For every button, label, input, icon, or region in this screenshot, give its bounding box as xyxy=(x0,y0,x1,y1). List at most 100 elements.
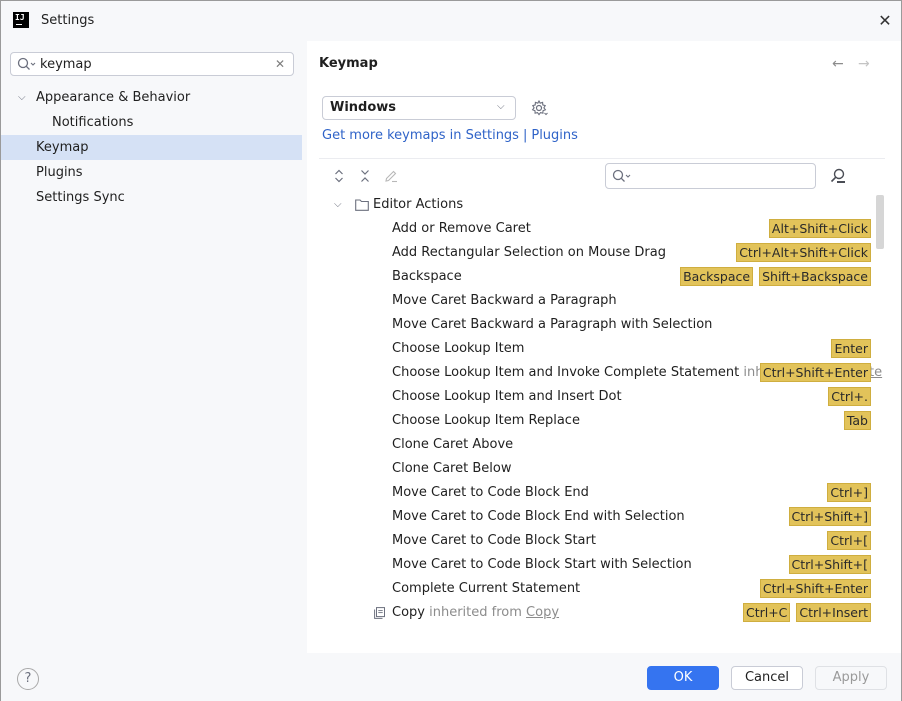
shortcut-list: Alt+Shift+Click xyxy=(768,219,871,238)
shortcut-badge: Enter xyxy=(831,339,871,358)
action-name: Choose Lookup Item and Invoke Complete S… xyxy=(392,361,780,385)
action-row[interactable]: Move Caret to Code Block Start Ctrl+[ xyxy=(319,529,873,553)
shortcut-badge: Ctrl+Insert xyxy=(796,603,871,622)
shortcut-list: Ctrl+] xyxy=(827,483,871,502)
link-separator: | xyxy=(522,128,528,143)
shortcut-list: Ctrl+. xyxy=(828,387,871,406)
action-row[interactable]: Complete Current Statement Ctrl+Shift+En… xyxy=(319,577,873,601)
plugins-link[interactable]: Plugins xyxy=(531,128,578,143)
shortcut-badge: Ctrl+Shift+Enter xyxy=(759,363,871,382)
action-search-input[interactable] xyxy=(635,167,810,185)
action-row[interactable]: Clone Caret Below xyxy=(319,457,873,481)
keymap-select-value: Windows xyxy=(330,100,397,115)
sidebar-item-notifications[interactable]: Notifications xyxy=(1,110,302,135)
action-row[interactable]: Choose Lookup Item and Insert Dot Ctrl+. xyxy=(319,385,873,409)
shortcut-list: Ctrl+C Ctrl+Insert xyxy=(742,603,871,622)
collapse-all-icon[interactable] xyxy=(357,168,373,184)
action-name: Move Caret Backward a Paragraph with Sel… xyxy=(392,317,713,332)
close-icon[interactable]: ✕ xyxy=(878,11,892,30)
action-name: Move Caret to Code Block End with Select… xyxy=(392,509,685,524)
keymap-toolbar xyxy=(319,159,885,193)
shortcut-badge: Ctrl+Shift+Enter xyxy=(759,579,871,598)
shortcut-badge: Ctrl+Shift+[ xyxy=(788,555,871,574)
shortcut-list: Tab xyxy=(843,411,871,430)
scrollbar-thumb[interactable] xyxy=(876,195,884,249)
group-label: Editor Actions xyxy=(373,197,464,212)
tree-group-editor-actions[interactable]: ⌵ Editor Actions xyxy=(319,193,873,217)
actions-list: ⌵ Editor Actions Add or Remove Caret Alt… xyxy=(319,193,885,628)
get-more-keymaps-link[interactable]: Get more keymaps in Settings xyxy=(322,128,519,143)
action-row[interactable]: Move Caret Backward a Paragraph xyxy=(319,289,873,313)
sidebar-item-appearance-behavior[interactable]: ⌵ Appearance & Behavior xyxy=(1,85,302,110)
action-row[interactable]: Move Caret to Code Block End Ctrl+] xyxy=(319,481,873,505)
action-name: Move Caret to Code Block Start with Sele… xyxy=(392,557,692,572)
cancel-button[interactable]: Cancel xyxy=(731,666,803,690)
clear-search-icon[interactable]: ✕ xyxy=(274,57,286,71)
action-name-text: Choose Lookup Item and Invoke Complete S… xyxy=(392,365,740,380)
find-by-shortcut-icon[interactable] xyxy=(829,167,847,185)
action-name: Complete Current Statement xyxy=(392,581,581,596)
shortcut-badge: Shift+Backspace xyxy=(759,267,871,286)
sidebar-item-label: Notifications xyxy=(52,115,134,130)
inherited-link[interactable]: te xyxy=(869,365,883,380)
action-name: Add Rectangular Selection on Mouse Drag xyxy=(392,245,666,260)
shortcut-list: Ctrl+Shift+[ xyxy=(788,555,871,574)
search-icon[interactable] xyxy=(612,169,632,183)
action-name: Choose Lookup Item and Insert Dot xyxy=(392,389,622,404)
inherited-link[interactable]: Copy xyxy=(526,605,560,620)
page-title: Keymap xyxy=(319,56,378,71)
action-row[interactable]: Move Caret Backward a Paragraph with Sel… xyxy=(319,313,873,337)
action-row[interactable]: Add Rectangular Selection on Mouse Drag … xyxy=(319,241,873,265)
keymap-select[interactable]: Windows ⌵ xyxy=(322,96,516,120)
shortcut-badge: Alt+Shift+Click xyxy=(768,219,871,238)
action-row[interactable]: Add or Remove Caret Alt+Shift+Click xyxy=(319,217,873,241)
shortcut-list: Ctrl+Shift+Enter xyxy=(759,363,871,382)
keymap-tree-panel: ⌵ Editor Actions Add or Remove Caret Alt… xyxy=(319,158,885,628)
forward-arrow-icon[interactable]: → xyxy=(858,56,870,72)
edit-shortcut-icon[interactable] xyxy=(383,168,399,184)
shortcut-list: Enter xyxy=(831,339,871,358)
shortcut-list: Ctrl+Shift+] xyxy=(788,507,871,526)
back-arrow-icon[interactable]: ← xyxy=(832,56,844,72)
action-row[interactable]: Clone Caret Above xyxy=(319,433,873,457)
shortcut-list: Backspace Shift+Backspace xyxy=(680,267,871,286)
action-row[interactable]: Choose Lookup Item and Invoke Complete S… xyxy=(319,361,885,385)
chevron-down-icon[interactable]: ⌵ xyxy=(334,199,342,210)
action-name: Copy inherited from Copy xyxy=(392,601,559,625)
dialog-footer: ? OK Cancel Apply xyxy=(1,653,901,701)
action-row[interactable]: Choose Lookup Item Replace Tab xyxy=(319,409,873,433)
search-icon[interactable] xyxy=(17,57,37,71)
sidebar-item-plugins[interactable]: Plugins xyxy=(1,160,302,185)
shortcut-list: Ctrl+Shift+Enter xyxy=(759,579,871,598)
sidebar-item-label: Keymap xyxy=(36,140,89,155)
action-search-box[interactable] xyxy=(605,163,816,189)
sidebar-item-settings-sync[interactable]: Settings Sync xyxy=(1,185,302,210)
action-row[interactable]: Backspace Backspace Shift+Backspace xyxy=(319,265,873,289)
shortcut-badge: Ctrl+. xyxy=(828,387,871,406)
gear-icon[interactable] xyxy=(530,99,548,117)
sidebar-item-label: Appearance & Behavior xyxy=(36,90,191,105)
actions-scrollbar[interactable] xyxy=(874,193,885,628)
expand-all-icon[interactable] xyxy=(331,168,347,184)
settings-search-input[interactable] xyxy=(40,55,270,73)
settings-sidebar: ✕ ⌵ Appearance & Behavior Notifications … xyxy=(1,41,307,653)
chevron-down-icon[interactable]: ⌵ xyxy=(18,92,26,103)
action-name: Choose Lookup Item xyxy=(392,341,525,356)
help-button[interactable]: ? xyxy=(17,668,39,690)
title-bar: IJ Settings ✕ xyxy=(1,1,901,41)
ok-button[interactable]: OK xyxy=(647,666,719,690)
apply-button[interactable]: Apply xyxy=(815,666,887,690)
action-row-copy[interactable]: Copy inherited from Copy Ctrl+C Ctrl+Ins… xyxy=(319,601,873,625)
action-name-text: Copy xyxy=(392,605,425,620)
action-row[interactable]: Choose Lookup Item Enter xyxy=(319,337,873,361)
action-row[interactable]: Move Caret to Code Block End with Select… xyxy=(319,505,873,529)
keymap-links: Get more keymaps in Settings|Plugins xyxy=(322,128,578,143)
settings-search-box[interactable]: ✕ xyxy=(10,52,294,76)
chevron-down-icon: ⌵ xyxy=(497,101,505,112)
sidebar-item-keymap[interactable]: Keymap xyxy=(1,135,302,160)
action-name: Clone Caret Below xyxy=(392,461,512,476)
app-logo-icon: IJ xyxy=(13,12,29,28)
keymap-panel: Keymap ← → Windows ⌵ Get more keymaps in… xyxy=(307,41,901,653)
action-row[interactable]: Move Caret to Code Block Start with Sele… xyxy=(319,553,873,577)
